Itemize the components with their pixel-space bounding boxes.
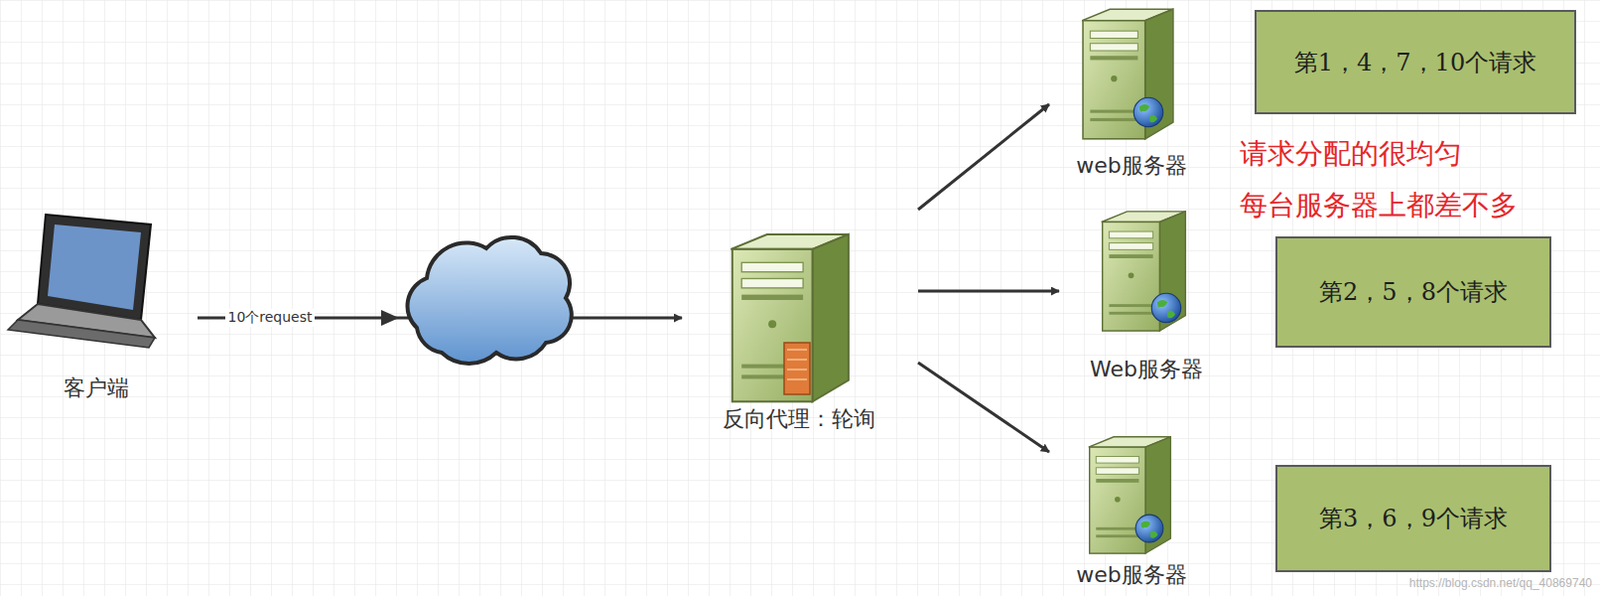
node-label: web服务器 — [1055, 150, 1208, 181]
arrow-connector — [918, 104, 1050, 210]
request-box: 第3，6，9个请求 — [1275, 464, 1552, 572]
web-server-icon — [1081, 8, 1174, 139]
node-label: 第3，6，9个请求 — [1319, 502, 1508, 534]
server-node: Web服务器 — [1065, 203, 1228, 389]
web-server-icon — [1088, 436, 1172, 553]
note-text: 每台服务器上都差不多 — [1239, 186, 1518, 225]
node-label: 第1，4，7，10个请求 — [1294, 46, 1537, 79]
request-box: 第1，4，7，10个请求 — [1254, 9, 1577, 115]
arrow-connector — [918, 362, 1050, 452]
note-text: 请求分配的很均匀 — [1239, 134, 1463, 173]
server-node: web服务器 — [1055, 428, 1208, 594]
client-node: 客户端 — [1, 208, 190, 407]
node-label: 第2，5，8个请求 — [1319, 275, 1508, 308]
proxy-server-icon — [730, 234, 848, 401]
node-label: web服务器 — [1055, 559, 1208, 590]
laptop-icon — [7, 214, 155, 348]
server-node: web服务器 — [1055, 0, 1208, 185]
arrow-head — [381, 309, 400, 326]
node-label: 反向代理：轮询 — [687, 403, 911, 434]
edge-label: 10个request — [225, 308, 314, 327]
watermark: https://blog.csdn.net/qq_40869740 — [1409, 575, 1593, 590]
request-box: 第2，5，8个请求 — [1275, 236, 1552, 348]
proxy-node: 反向代理：轮询 — [687, 223, 911, 438]
network-cloud — [407, 237, 572, 364]
node-label: 客户端 — [1, 373, 190, 403]
arrow-connector — [918, 289, 1060, 293]
web-server-icon — [1101, 211, 1187, 331]
node-label: Web服务器 — [1065, 354, 1228, 385]
